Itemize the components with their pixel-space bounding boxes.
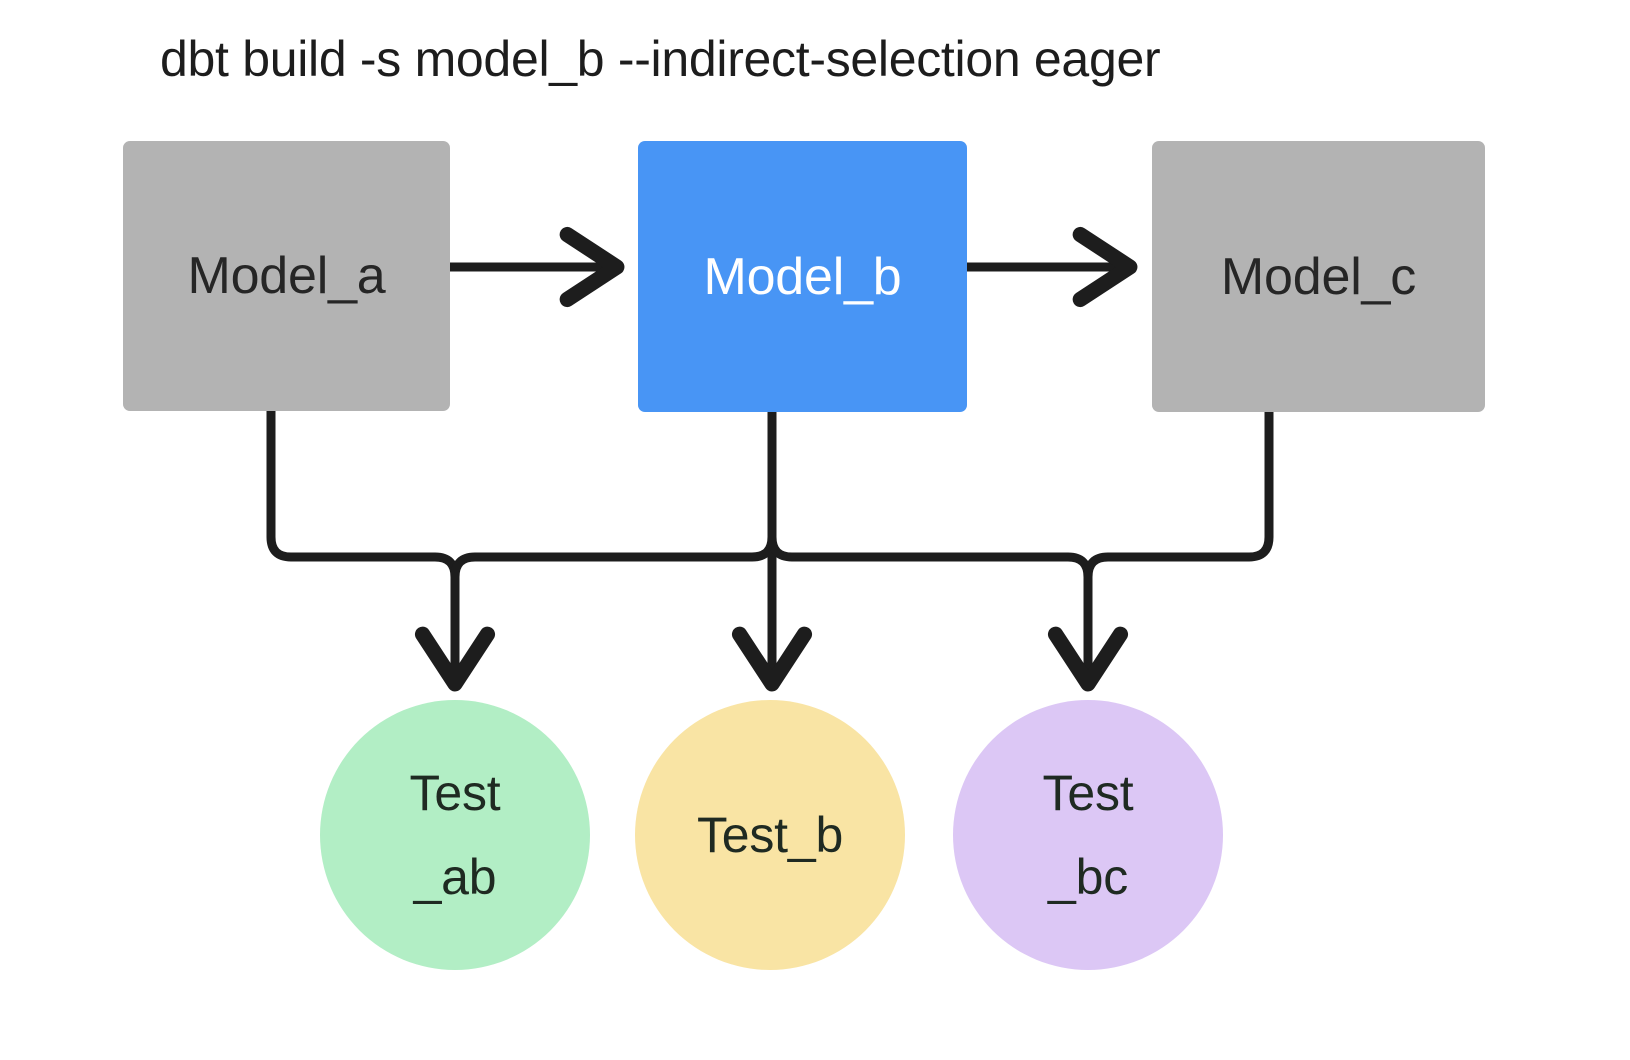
test-ab-label-line2: _ab [413, 849, 497, 905]
model-node-model-b[interactable]: Model_b [638, 141, 967, 412]
test-bc-label: Test _bc [1043, 751, 1134, 919]
test-ab-label: Test _ab [410, 751, 501, 919]
model-a-label: Model_a [187, 247, 386, 305]
edge-model-b-to-test-ab [450, 412, 777, 682]
model-node-model-a[interactable]: Model_a [123, 141, 450, 411]
test-ab-label-line1: Test [409, 765, 501, 821]
test-node-test-b[interactable]: Test_b [635, 700, 905, 970]
model-c-label: Model_c [1220, 247, 1417, 306]
model-node-model-c[interactable]: Model_c [1152, 141, 1485, 412]
test-b-label-line1: Test_b [696, 807, 844, 863]
test-node-test-bc[interactable]: Test _bc [953, 700, 1223, 970]
test-node-test-ab[interactable]: Test _ab [320, 700, 590, 970]
test-b-label: Test_b [697, 793, 843, 877]
edge-model-a-to-test-ab [266, 411, 496, 692]
test-bc-label-line2: _bc [1047, 849, 1128, 905]
page-title: dbt build -s model_b --indirect-selectio… [160, 31, 1161, 87]
edge-model-c-to-test-bc [1047, 412, 1274, 692]
test-bc-label-line1: Test [1042, 765, 1134, 821]
model-b-label: Model_b [703, 247, 902, 306]
edge-model-b-to-test-bc [767, 412, 1093, 682]
